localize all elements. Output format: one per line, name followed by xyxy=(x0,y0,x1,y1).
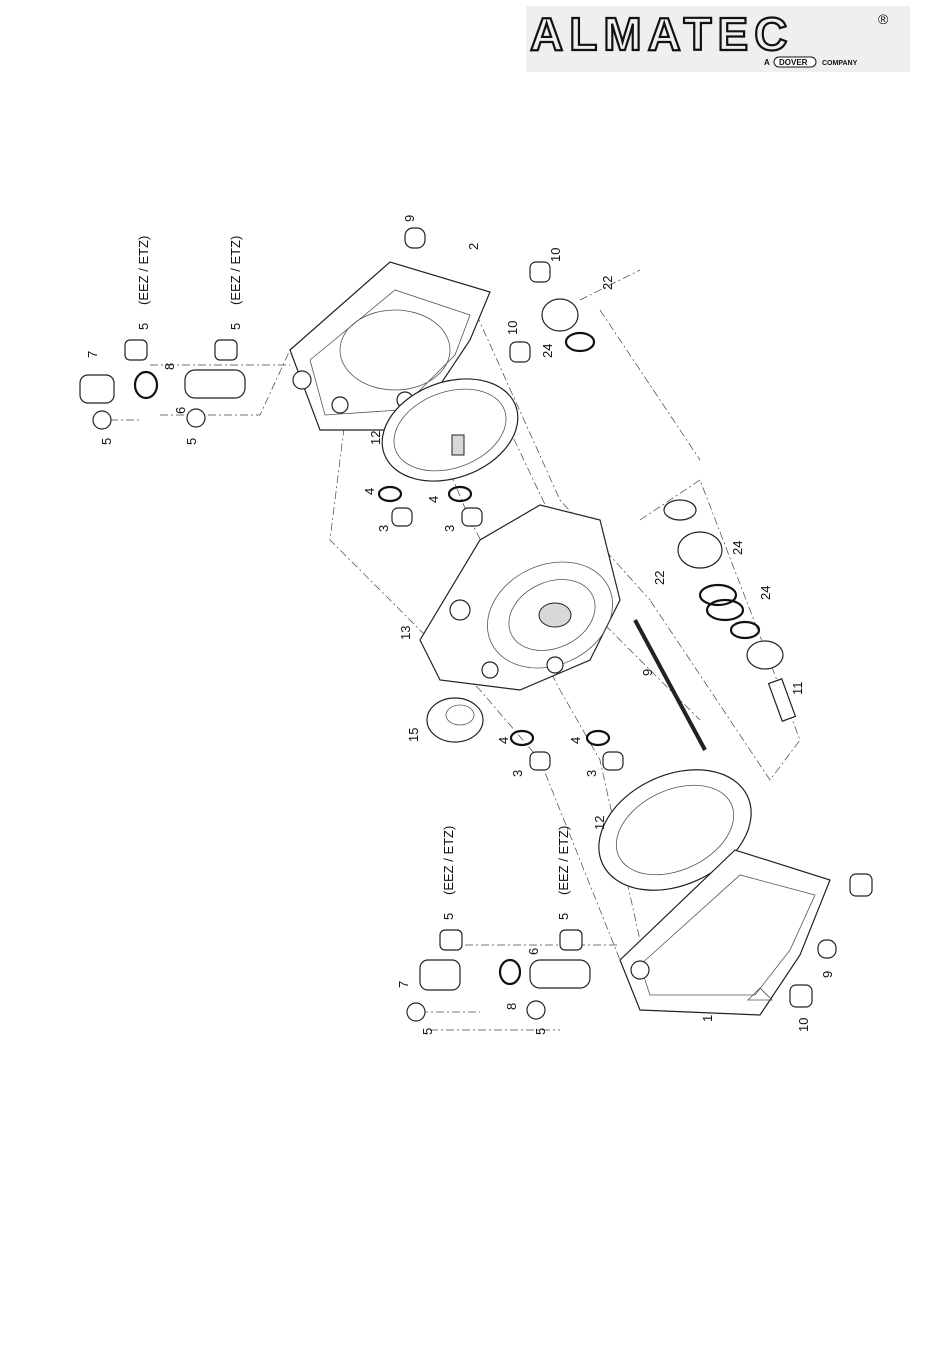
callout-variant-3: (EEZ / ETZ) xyxy=(441,826,456,895)
callout-6b: 6 xyxy=(526,948,541,955)
callout-15: 15 xyxy=(406,728,421,742)
callout-22b: 22 xyxy=(652,571,667,585)
callout-12a: 12 xyxy=(368,431,383,445)
callout-11: 11 xyxy=(790,682,805,696)
callout-4d: 4 xyxy=(568,737,583,744)
callout-4a: 4 xyxy=(362,488,377,495)
callout-24b: 24 xyxy=(730,541,745,555)
callout-24c: 24 xyxy=(758,586,773,600)
callout-10b: 10 xyxy=(505,321,520,335)
callout-3c: 3 xyxy=(510,770,525,777)
callout-7: 7 xyxy=(85,351,100,358)
callout-22: 22 xyxy=(600,276,615,290)
callout-24: 24 xyxy=(540,344,555,358)
callout-9c: 9 xyxy=(820,971,835,978)
valve-parts-top xyxy=(80,340,245,429)
callout-5g: 5 xyxy=(420,1028,435,1035)
callout-3b: 3 xyxy=(442,525,457,532)
callout-5e: 5 xyxy=(441,913,456,920)
connecting-shaft xyxy=(635,620,705,750)
callout-10: 10 xyxy=(548,248,563,262)
callout-variant-1: (EEZ / ETZ) xyxy=(136,236,151,305)
callout-12b: 12 xyxy=(592,816,607,830)
callout-5a: 5 xyxy=(136,323,151,330)
callout-2: 2 xyxy=(466,243,481,250)
muffler xyxy=(427,698,483,742)
callout-8b: 8 xyxy=(504,1003,519,1010)
callout-5d: 5 xyxy=(184,438,199,445)
callout-7b: 7 xyxy=(396,981,411,988)
callout-5f: 5 xyxy=(556,913,571,920)
valve-parts-bottom xyxy=(407,930,590,1021)
callout-5c: 5 xyxy=(99,438,114,445)
callout-8: 8 xyxy=(162,363,177,370)
callout-9: 9 xyxy=(402,215,417,222)
callout-1: 1 xyxy=(700,1015,715,1022)
callout-9b: 9 xyxy=(640,669,655,676)
callout-5h: 5 xyxy=(533,1028,548,1035)
callout-6: 6 xyxy=(173,407,188,414)
callout-4b: 4 xyxy=(426,496,441,503)
callout-3a: 3 xyxy=(376,525,391,532)
callout-variant-4: (EEZ / ETZ) xyxy=(556,826,571,895)
callout-4c: 4 xyxy=(496,737,511,744)
callout-variant-2: (EEZ / ETZ) xyxy=(228,236,243,305)
callout-5b: 5 xyxy=(228,323,243,330)
callout-3d: 3 xyxy=(584,770,599,777)
callout-10c: 10 xyxy=(796,1018,811,1032)
callout-13: 13 xyxy=(398,626,413,640)
